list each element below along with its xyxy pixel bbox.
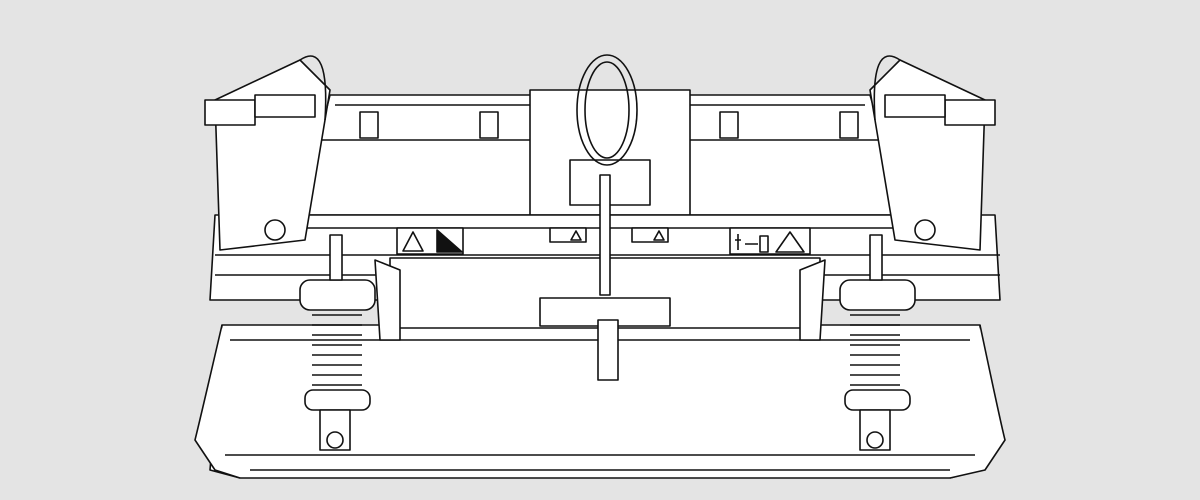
hinge [360, 112, 858, 138]
side-plate-left [375, 260, 400, 340]
warning-triangle-icon [654, 231, 664, 240]
spring-left [300, 235, 375, 450]
spring-right [840, 235, 915, 450]
side-frame-right [870, 60, 995, 250]
hydraulic-hose [300, 55, 900, 165]
person-warning-icon [735, 234, 768, 252]
warning-triangle-icon [571, 231, 581, 240]
warning-triangle-icon [403, 232, 423, 251]
hood [300, 90, 905, 215]
side-frame-left [205, 60, 330, 250]
warning-triangle-icon [776, 232, 804, 252]
decals [397, 228, 810, 254]
warning-triangle-icon [437, 230, 462, 252]
side-plate-right [800, 260, 825, 340]
